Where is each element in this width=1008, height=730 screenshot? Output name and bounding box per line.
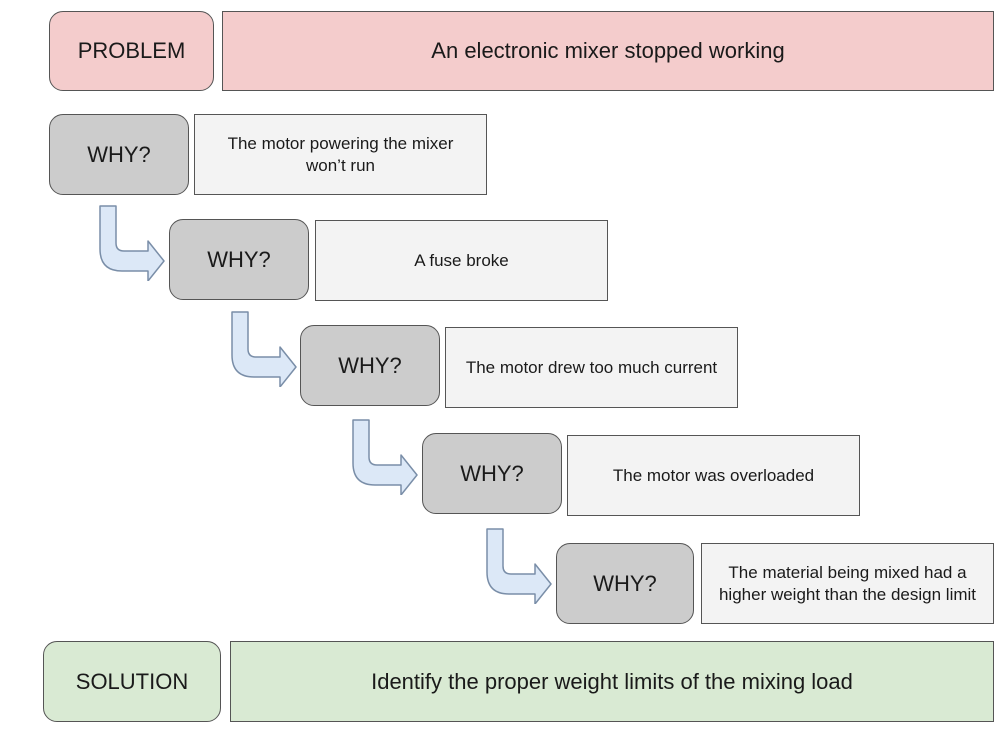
arrow-icon-1 — [99, 205, 165, 281]
problem-label: PROBLEM — [49, 11, 214, 91]
solution-statement: Identify the proper weight limits of the… — [230, 641, 994, 722]
arrow-icon-3 — [352, 419, 418, 495]
why-answer-1: The motor powering the mixer won’t run — [194, 114, 487, 195]
why-box-4: WHY? — [422, 433, 562, 514]
why-answer-2: A fuse broke — [315, 220, 608, 301]
why-box-3: WHY? — [300, 325, 440, 406]
why-box-5: WHY? — [556, 543, 694, 624]
arrow-icon-2 — [231, 311, 297, 387]
why-answer-3: The motor drew too much current — [445, 327, 738, 408]
why-box-2: WHY? — [169, 219, 309, 300]
solution-label: SOLUTION — [43, 641, 221, 722]
why-answer-5: The material being mixed had a higher we… — [701, 543, 994, 624]
why-box-1: WHY? — [49, 114, 189, 195]
why-answer-4: The motor was overloaded — [567, 435, 860, 516]
arrow-icon-4 — [486, 528, 552, 604]
problem-statement: An electronic mixer stopped working — [222, 11, 994, 91]
